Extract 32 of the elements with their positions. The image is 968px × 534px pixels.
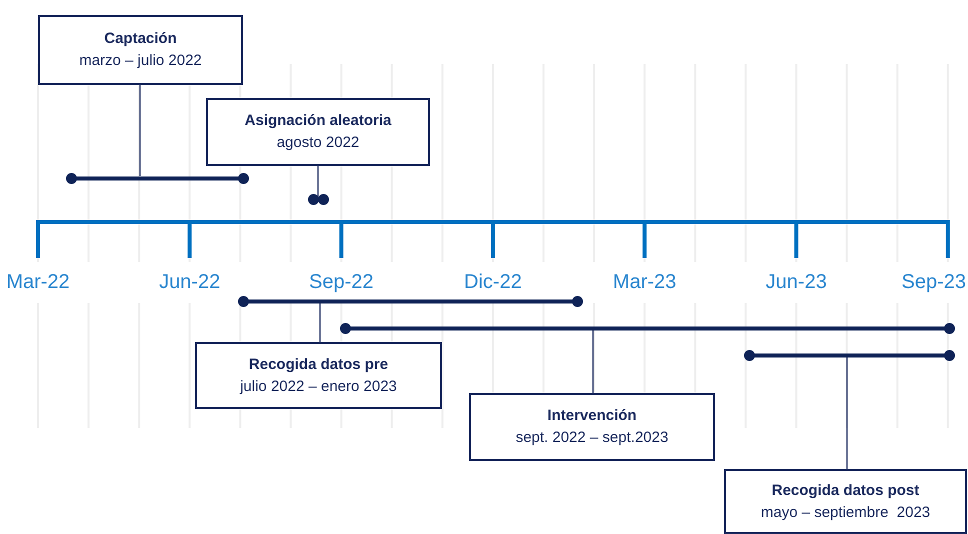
range-bar	[340, 322, 954, 334]
phase-title: Asignación aleatoria	[244, 111, 392, 131]
phase-title: Recogida datos pre	[248, 354, 388, 374]
phase-dates: julio 2022 – enero 2023	[240, 376, 397, 396]
callout-box	[206, 98, 430, 166]
axis-label: Mar-23	[612, 271, 676, 294]
phase-dates: mayo – septiembre 2023	[760, 502, 930, 522]
axis-label: Jun-22	[159, 271, 220, 294]
phase-dates: sept. 2022 – sept.2023	[516, 428, 668, 448]
leader-line	[319, 303, 321, 342]
range-bar	[66, 172, 248, 184]
leader-line	[139, 85, 141, 176]
range-bar	[308, 194, 328, 204]
range-bar	[744, 350, 954, 360]
leader-line	[846, 357, 848, 469]
phase-dates: marzo – julio 2022	[79, 51, 202, 71]
phase-dates: agosto 2022	[276, 133, 360, 153]
leader-line	[592, 330, 594, 393]
range-bar	[238, 296, 582, 306]
phase-title: Intervención	[547, 406, 637, 426]
phase-title: Captación	[104, 29, 177, 49]
callout-box	[38, 15, 243, 85]
axis-label: Dic-22	[464, 271, 522, 294]
axis-label: Mar-22	[6, 271, 70, 294]
leader-line	[317, 166, 319, 197]
phase-title: Recogida datos post	[772, 480, 920, 500]
axis-label: Sep-23	[902, 271, 966, 294]
axis-label: Sep-22	[309, 271, 374, 294]
axis-label: Jun-23	[766, 271, 827, 294]
callout-box	[724, 469, 967, 534]
callout-box	[469, 393, 715, 461]
callout-box	[195, 342, 442, 409]
